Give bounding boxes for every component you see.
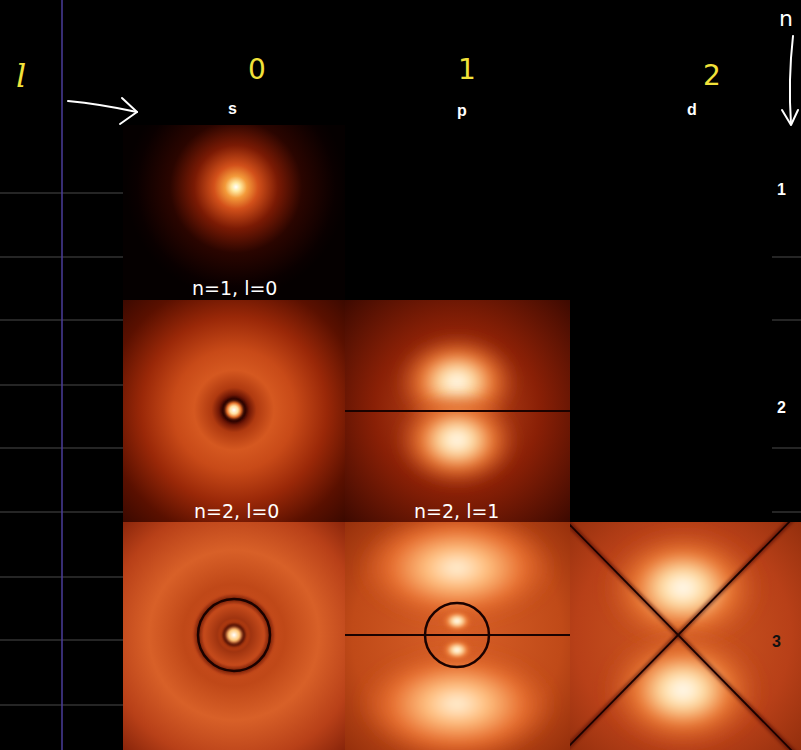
orbital-3d xyxy=(570,522,801,750)
column-header: d xyxy=(687,102,697,118)
margin-line xyxy=(61,0,63,750)
orbital-label: n=2, l=1 xyxy=(414,502,499,521)
column-number: 1 xyxy=(458,56,476,84)
row-number: 1 xyxy=(777,182,786,198)
column-number: 2 xyxy=(703,62,721,90)
axis-letter: l xyxy=(16,60,26,92)
column-header: p xyxy=(457,103,467,119)
axis-letter: n xyxy=(779,8,793,30)
orbital-2p xyxy=(345,300,570,522)
orbital-label: n=1, l=0 xyxy=(192,279,277,298)
orbital-3s xyxy=(123,522,345,750)
column-number: 0 xyxy=(248,56,266,84)
orbital-label: n=2, l=0 xyxy=(194,502,279,521)
arrow-l xyxy=(68,98,137,124)
orbital-3p xyxy=(345,522,570,750)
arrow-n xyxy=(782,36,798,125)
orbital-2s xyxy=(123,300,345,522)
row-number: 2 xyxy=(777,400,786,416)
orbital-1s xyxy=(123,125,345,300)
row-number: 3 xyxy=(772,634,781,650)
column-header: s xyxy=(228,101,237,117)
